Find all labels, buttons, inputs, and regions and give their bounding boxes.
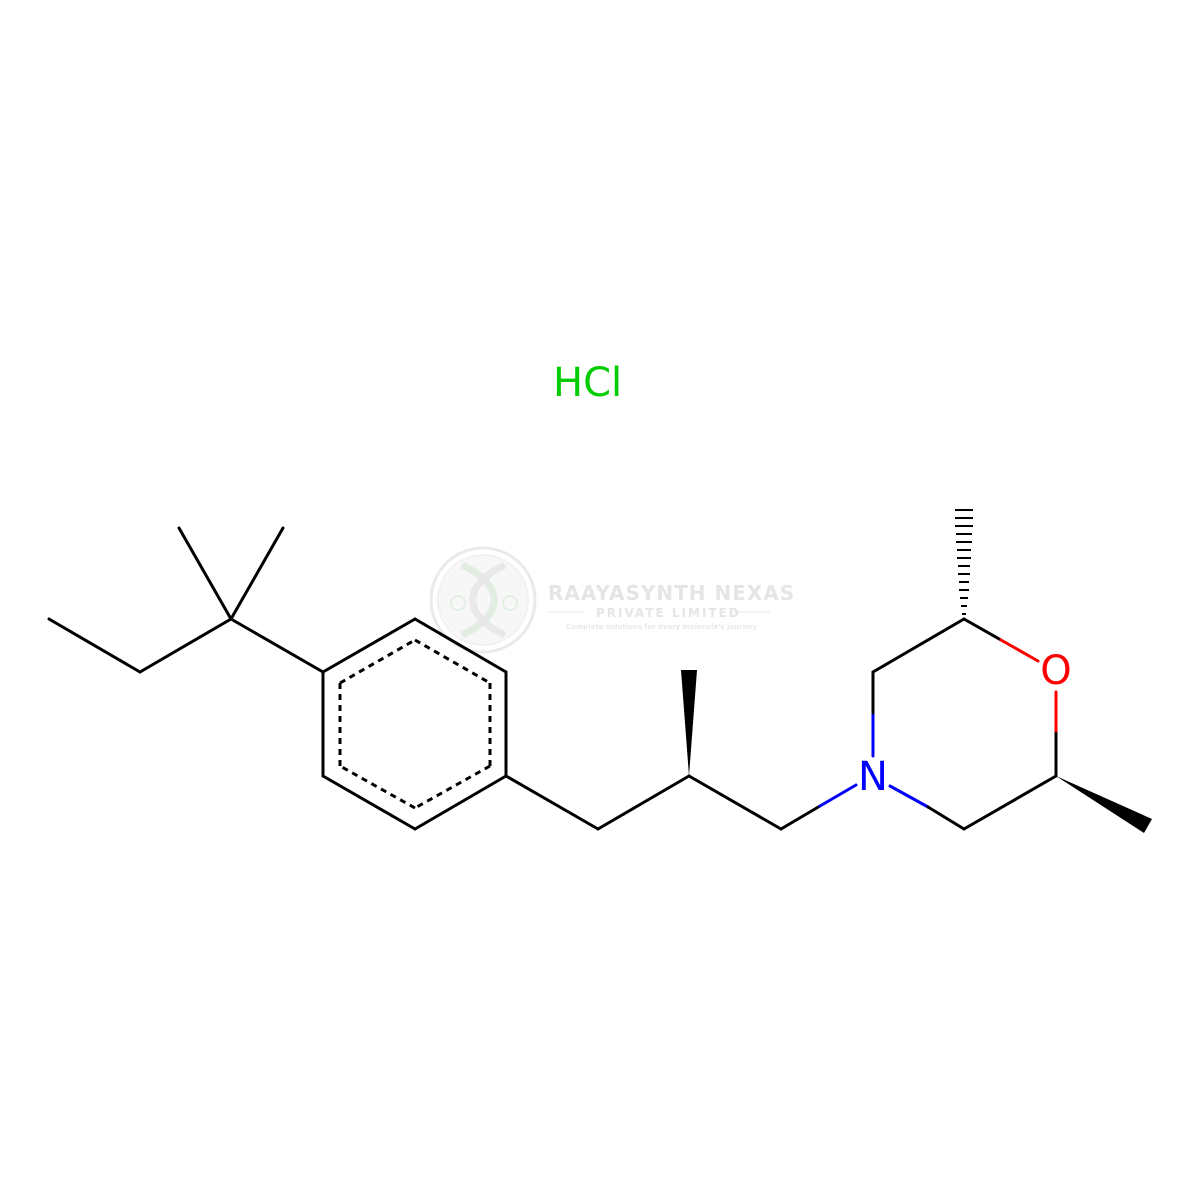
aromatic-bond-1 bbox=[339, 638, 416, 685]
bond-c2-o-black bbox=[962, 617, 1003, 642]
bond-c2-o-red bbox=[999, 638, 1040, 663]
nitrogen-bonds bbox=[818, 670, 966, 831]
bond-ch-ch2 bbox=[687, 774, 783, 831]
chain-bonds bbox=[504, 774, 822, 831]
aromatic-bond-4 bbox=[414, 764, 491, 810]
bond-c3-c2 bbox=[871, 617, 966, 674]
bond-ethyl-ch3 bbox=[47, 617, 142, 674]
bond-n-c5-blue bbox=[888, 784, 930, 809]
watermark-company: RAAYASYNTH NEXAS bbox=[548, 581, 795, 605]
bonds bbox=[47, 526, 508, 831]
bond-quaternary-methyl-1 bbox=[177, 526, 233, 621]
wedge-bond-chain-methyl bbox=[681, 670, 697, 776]
oxygen-bonds bbox=[999, 638, 1058, 733]
aromatic-bond-5 bbox=[339, 764, 416, 810]
salt-label: HCl bbox=[553, 360, 622, 406]
bond-n-c5-black bbox=[926, 805, 966, 831]
ring-bond-5 bbox=[321, 774, 417, 831]
nitrogen-atom-label: N bbox=[858, 754, 888, 800]
bond-ethyl-ch2 bbox=[138, 617, 233, 674]
watermark: RAAYASYNTH NEXAS PRIVATE LIMITED Complet… bbox=[429, 546, 795, 654]
aromatic-bond-2 bbox=[414, 638, 491, 685]
ring-bond-2 bbox=[413, 617, 508, 674]
bond-ch2-n-black bbox=[779, 804, 822, 831]
watermark-tagline: Complete solutions for every molecule's … bbox=[566, 623, 757, 631]
bond-quaternary-methyl-2 bbox=[229, 526, 285, 621]
ring-bond-1 bbox=[321, 617, 417, 674]
aromatic-inner-ring bbox=[338, 638, 492, 810]
oxygen-atom-label: O bbox=[1040, 648, 1071, 694]
hash-bond-ring-methyl bbox=[955, 509, 973, 615]
bond-quaternary-aryl bbox=[229, 617, 325, 674]
bond-c5-c6 bbox=[962, 774, 1058, 831]
watermark-subtitle: PRIVATE LIMITED bbox=[596, 606, 741, 620]
ring-bond-4 bbox=[413, 774, 508, 831]
morpholine-bonds bbox=[871, 617, 1058, 831]
bond-ch2-ch bbox=[596, 774, 691, 831]
bond-ch2-n-blue bbox=[818, 783, 858, 808]
bond-aryl-ch2 bbox=[504, 774, 600, 831]
watermark-logo-icon bbox=[429, 546, 537, 654]
wedge-bond-ring-methyl bbox=[1056, 776, 1152, 833]
